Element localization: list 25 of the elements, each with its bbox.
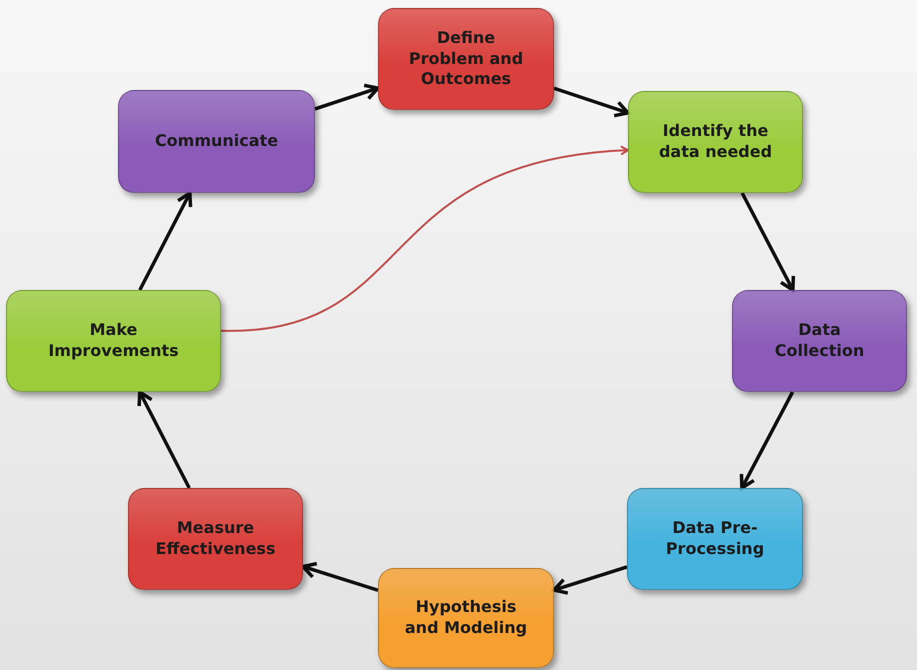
step-label: Communicate bbox=[154, 131, 280, 152]
step-label: Hypothesis and Modeling bbox=[404, 597, 528, 639]
process-box bbox=[378, 8, 554, 110]
process-box bbox=[6, 290, 221, 392]
arrow bbox=[314, 84, 380, 111]
arrow bbox=[553, 86, 630, 118]
arrow bbox=[138, 191, 192, 291]
arrow bbox=[740, 391, 794, 490]
arrow bbox=[740, 192, 796, 292]
curved-arrow bbox=[220, 146, 629, 332]
step-label: Identify the data needed bbox=[658, 121, 774, 163]
step-label: Data Pre-Processing bbox=[664, 518, 766, 560]
step-label: Define Problem and Outcomes bbox=[408, 28, 524, 90]
arrow bbox=[137, 390, 191, 489]
process-box bbox=[732, 290, 907, 392]
step-label: Data Collection bbox=[774, 320, 866, 362]
step-label: Measure Effectiveness bbox=[154, 518, 276, 560]
arrow bbox=[552, 565, 628, 595]
arrow bbox=[301, 562, 379, 592]
step-label: Make Improvements bbox=[47, 320, 180, 362]
process-box bbox=[118, 90, 315, 193]
process-box bbox=[378, 568, 554, 668]
process-box bbox=[628, 91, 803, 193]
process-box bbox=[627, 488, 803, 590]
process-box bbox=[128, 488, 303, 590]
